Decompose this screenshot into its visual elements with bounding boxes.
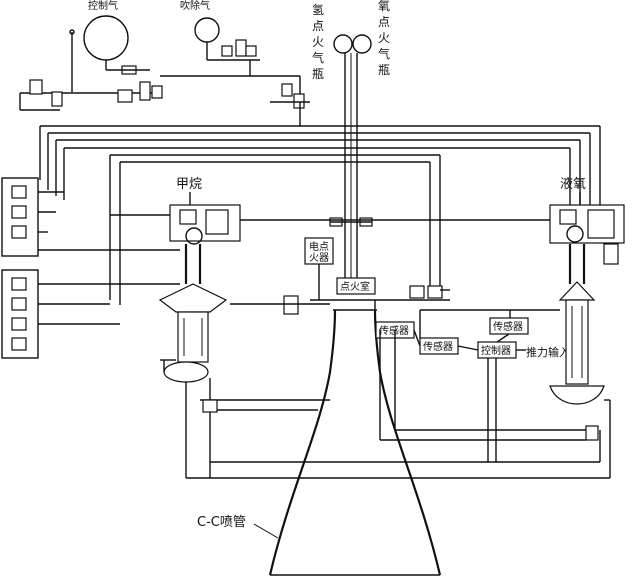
o2-igniter-label-3: 火 xyxy=(378,31,390,45)
o2-igniter-label-5: 瓶 xyxy=(378,63,390,77)
ignition-chamber-box xyxy=(336,277,376,295)
lower-pipes xyxy=(163,289,611,479)
h2-igniter-label-1: 氢 xyxy=(312,2,324,17)
igniter-bottles xyxy=(329,34,373,285)
sensor-label-2: 传感器 xyxy=(423,340,453,353)
control-gas-bottle xyxy=(83,15,129,70)
sensor-wiring xyxy=(374,300,560,462)
spark-igniter-line-2: 火器 xyxy=(309,252,329,264)
nozzle-label: C-C喷管 xyxy=(197,515,246,530)
methane-feed-pipe xyxy=(184,244,202,284)
purge-gas-bottle xyxy=(194,17,220,60)
lox-pump xyxy=(549,281,605,405)
h2-igniter-label-3: 火 xyxy=(312,35,324,49)
ignition-chamber-label: 点火室 xyxy=(340,280,370,293)
sensor-label-1: 传感器 xyxy=(379,324,409,337)
top-left-valve-cluster xyxy=(20,65,163,111)
methane-valve xyxy=(110,192,440,245)
nozzle xyxy=(268,309,442,576)
lox-feed-pipe xyxy=(568,244,586,284)
o2-igniter-label-4: 气 xyxy=(378,46,390,61)
left-valve-stack-upper xyxy=(1,177,180,257)
lox-valve xyxy=(440,192,625,265)
o2-igniter-label-2: 点 xyxy=(378,15,390,29)
sensor-label-3: 传感器 xyxy=(493,320,523,333)
h2-igniter-label-2: 点 xyxy=(312,19,324,33)
left-valve-stack-lower xyxy=(1,269,180,359)
controller-label: 控制器 xyxy=(481,344,511,357)
o2-igniter-label-1: 氧 xyxy=(378,0,390,13)
methane-pump xyxy=(158,283,228,383)
top-mid-valve-cluster xyxy=(160,39,301,102)
pipe-network xyxy=(19,93,601,305)
spark-igniter-line-1: 电点 xyxy=(309,240,329,253)
thrust-input-label: 推力输入 xyxy=(526,345,570,359)
right-top-valve-cluster xyxy=(270,83,310,109)
purge-gas-label: 吹除气 xyxy=(180,0,210,12)
methane-label: 甲烷 xyxy=(176,177,202,192)
lox-label: 液氧 xyxy=(560,177,586,192)
control-gas-label: 控制气 xyxy=(88,0,118,12)
h2-igniter-label-4: 气 xyxy=(312,50,324,65)
h2-igniter-label-5: 瓶 xyxy=(312,67,324,81)
